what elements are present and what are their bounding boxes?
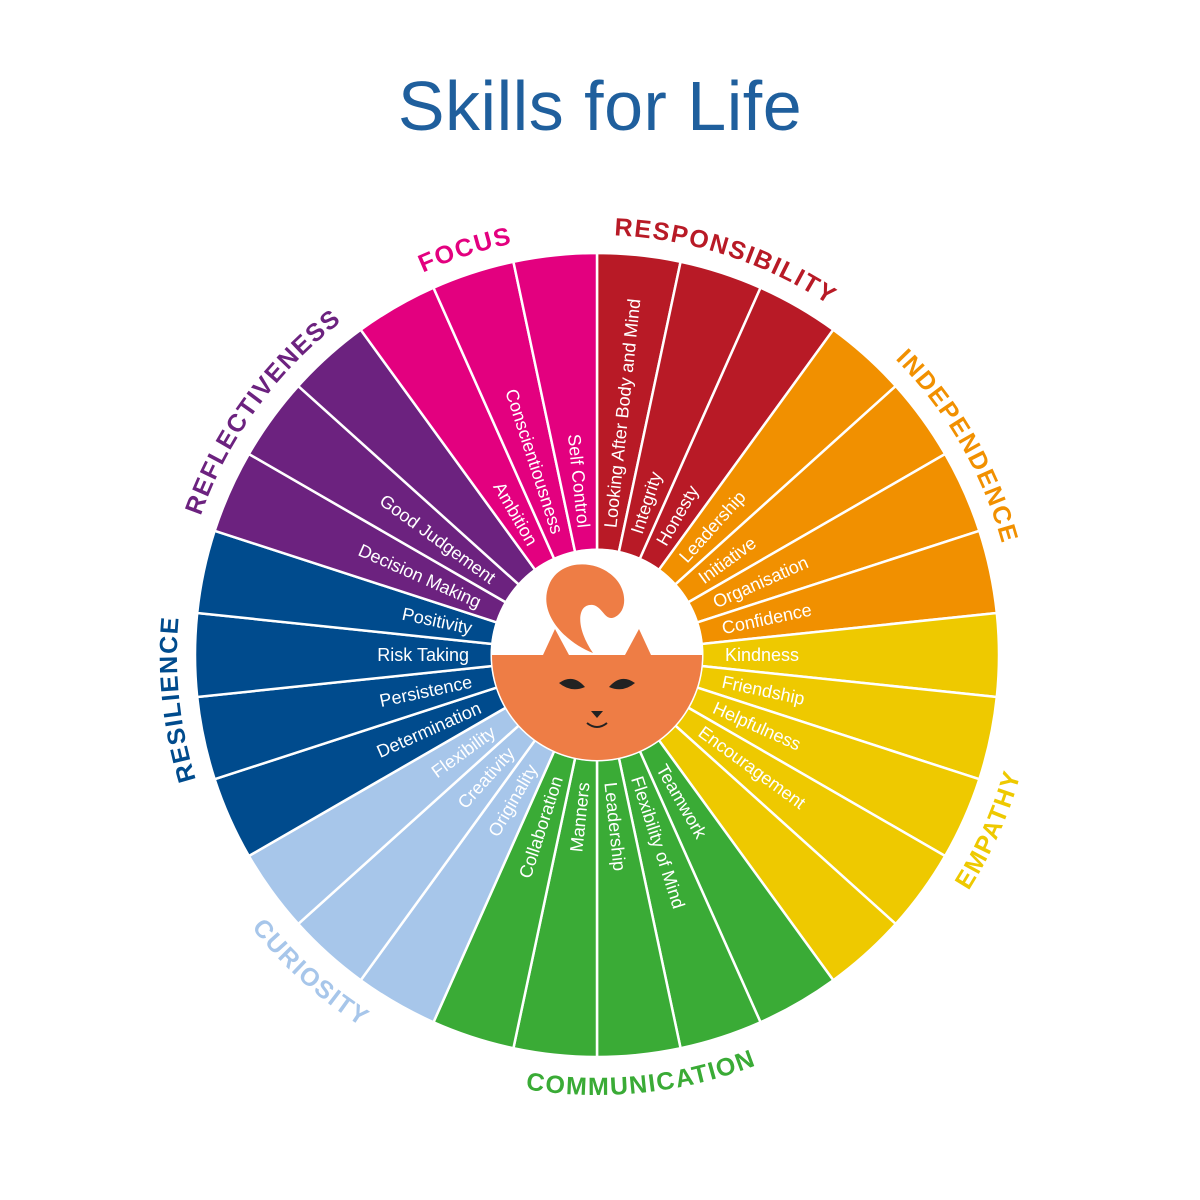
skill-label: Kindness [725, 645, 799, 665]
page-title: Skills for Life [397, 67, 803, 145]
squirrel-mouth [586, 722, 608, 728]
squirrel-ear [625, 629, 651, 655]
skill-label: Risk Taking [377, 645, 469, 665]
squirrel-ear [543, 629, 569, 655]
squirrel-face [559, 678, 635, 718]
wheel-segments [193, 251, 1001, 1059]
squirrel-body [492, 655, 702, 760]
squirrel-tail [546, 564, 625, 653]
squirrel-icon [490, 548, 704, 762]
